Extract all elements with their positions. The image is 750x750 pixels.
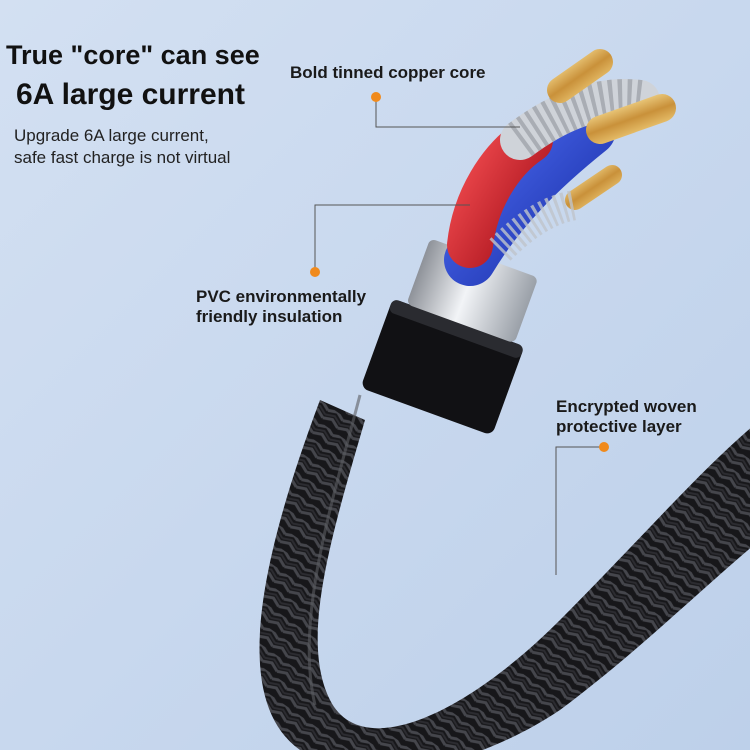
callout-pvc-insulation: PVC environmentally friendly insulation (196, 287, 396, 327)
callout-pvc-line2: friendly insulation (196, 307, 343, 326)
callout-woven-line2: protective layer (556, 417, 682, 436)
subtitle: Upgrade 6A large current, safe fast char… (14, 125, 274, 169)
inner-wires (444, 49, 676, 286)
callout-dot (310, 267, 320, 277)
subtitle-line2: safe fast charge is not virtual (14, 148, 231, 167)
callout-woven-line1: Encrypted woven (556, 397, 697, 416)
callout-lines (314, 98, 604, 575)
headline-line2: 6A large current (16, 78, 245, 111)
callout-dot (371, 92, 381, 102)
callout-pvc-line1: PVC environmentally (196, 287, 367, 306)
callout-dot (599, 442, 609, 452)
callout-copper-core: Bold tinned copper core (290, 63, 486, 82)
headline-line1: True "core" can see (6, 40, 260, 70)
silver-sheath (408, 239, 537, 342)
callout-woven-layer: Encrypted woven protective layer (556, 397, 746, 437)
braided-layer (259, 400, 750, 750)
cable-collar (362, 300, 523, 434)
subtitle-line1: Upgrade 6A large current, (14, 126, 209, 145)
